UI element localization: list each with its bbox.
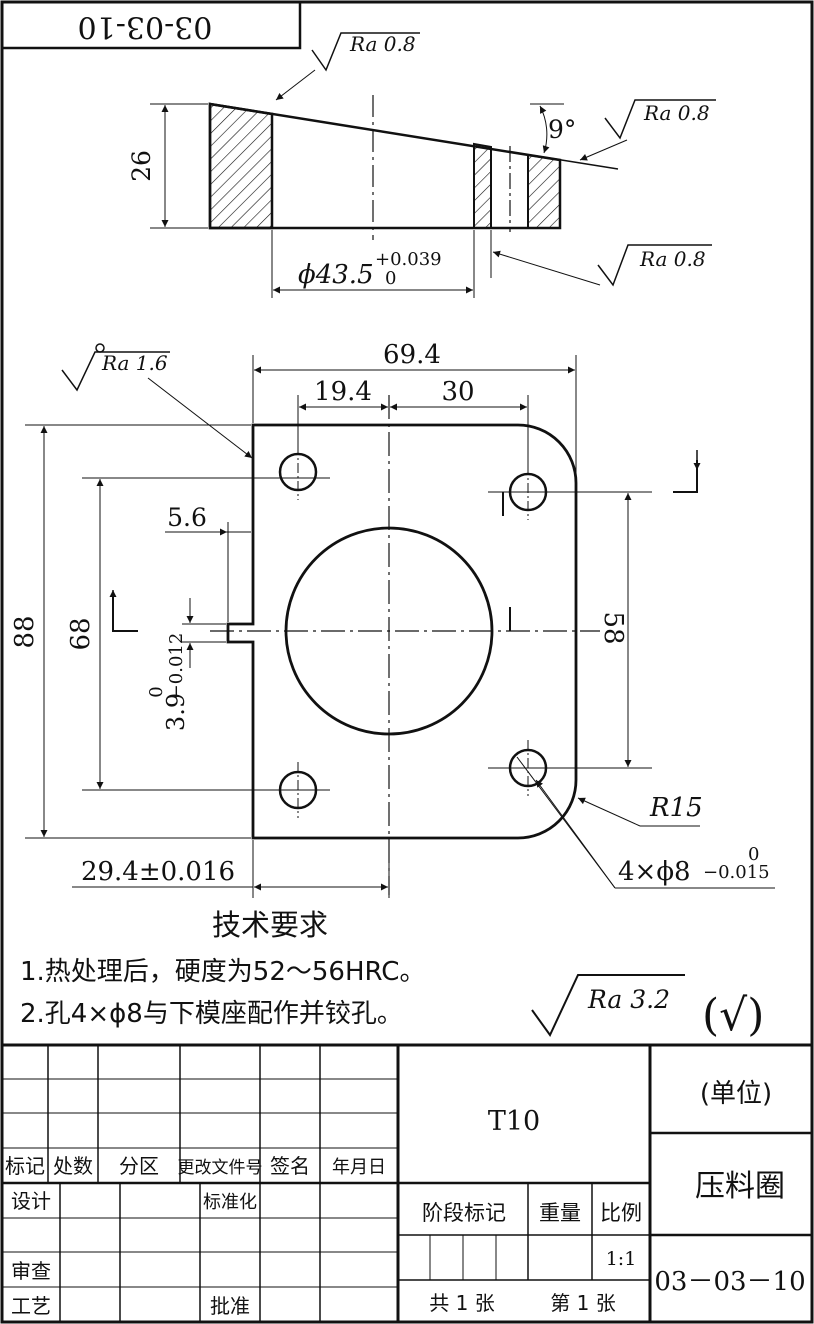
- tb-col-mark: 标记: [5, 1154, 45, 1178]
- dim-height-88: 88: [10, 615, 40, 648]
- dim-diameter-tol-lower: 0: [385, 268, 396, 289]
- roughness-label-bore: Ra 0.8: [639, 247, 706, 271]
- tb-scale-value: 1:1: [606, 1248, 637, 1270]
- notes-line-1: 1.热处理后，硬度为52～56HRC。: [20, 957, 425, 987]
- dim-diameter-43-5: ϕ43.5: [298, 260, 374, 290]
- tb-col-count: 处数: [53, 1154, 93, 1178]
- tb-col-zone: 分区: [119, 1154, 159, 1178]
- dim-58: 58: [598, 611, 628, 644]
- tb-material: T10: [488, 1106, 540, 1137]
- tb-part-name: 压料圈: [695, 1169, 785, 1204]
- section-hatch-left: [208, 102, 274, 230]
- dim-holes-4x: 4×ϕ8: [618, 857, 691, 887]
- section-hatch-right: [527, 153, 561, 229]
- dim-30: 30: [441, 377, 474, 407]
- tb-standardization: 标准化: [203, 1192, 257, 1213]
- dim-base-offset: 29.4±0.016: [81, 857, 235, 887]
- roughness-label-ra16: Ra 1.6: [101, 351, 168, 375]
- tb-design: 设计: [11, 1189, 51, 1213]
- dim-angle-9: 9°: [548, 115, 576, 144]
- roughness-symbol-general: [531, 974, 685, 1037]
- tb-col-date: 年月日: [332, 1157, 386, 1178]
- roughness-symbol-right: [604, 99, 716, 140]
- notes-line-2: 2.孔4×ϕ8与下模座配作并铰孔。: [20, 999, 403, 1029]
- roughness-label-top: Ra 0.8: [349, 32, 416, 56]
- tb-total-sheets: 共 1 张: [429, 1291, 494, 1315]
- tb-drawing-number: 03－03－10: [654, 1267, 805, 1297]
- dim-slot-depth-tol-lower: −0.012: [166, 633, 187, 700]
- tb-review: 审查: [11, 1259, 51, 1283]
- dim-5-6: 5.6: [167, 503, 207, 532]
- title-block-grid: [2, 1043, 812, 1322]
- dim-diameter-tol-upper: +0.039: [375, 249, 442, 270]
- roughness-label-right: Ra 0.8: [643, 101, 710, 125]
- tb-col-sign: 签名: [270, 1154, 310, 1178]
- rotated-number-box: 03-03-10: [0, 0, 302, 50]
- rotated-drawing-number: 03-03-10: [78, 9, 213, 44]
- tb-process: 工艺: [11, 1294, 51, 1318]
- roughness-symbol-ra16: [61, 343, 170, 392]
- tb-sheet-no: 第 1 张: [550, 1291, 615, 1315]
- dim-slot-depth: 3.9: [162, 693, 190, 731]
- roughness-symbol-top: [311, 32, 420, 72]
- dim-68: 68: [66, 617, 96, 650]
- section-view: [150, 69, 628, 298]
- tb-col-change-doc: 更改文件号: [178, 1158, 263, 1178]
- tb-weight: 重量: [539, 1201, 581, 1225]
- tb-approve: 批准: [210, 1294, 250, 1318]
- roughness-symbol-bore: [597, 244, 712, 287]
- dim-slot-depth-tol-upper: 0: [146, 686, 167, 697]
- plan-view: [25, 355, 775, 898]
- dim-holes-tol-upper: 0: [748, 844, 759, 865]
- roughness-label-general: Ra 3.2: [587, 985, 670, 1014]
- dim-holes-tol-lower: −0.015: [703, 862, 770, 883]
- section-hatch-mid: [473, 142, 492, 229]
- tb-scale: 比例: [600, 1201, 642, 1225]
- dim-height-26: 26: [127, 150, 156, 182]
- dim-radius-r15: R15: [649, 793, 703, 823]
- tb-unit: (单位): [700, 1079, 772, 1109]
- dim-19-4: 19.4: [314, 377, 372, 407]
- notes-title: 技术要求: [212, 908, 328, 942]
- dim-width-69-4: 69.4: [383, 340, 441, 370]
- tb-stage-mark: 阶段标记: [422, 1201, 506, 1225]
- roughness-other-mark: (√): [702, 990, 764, 1041]
